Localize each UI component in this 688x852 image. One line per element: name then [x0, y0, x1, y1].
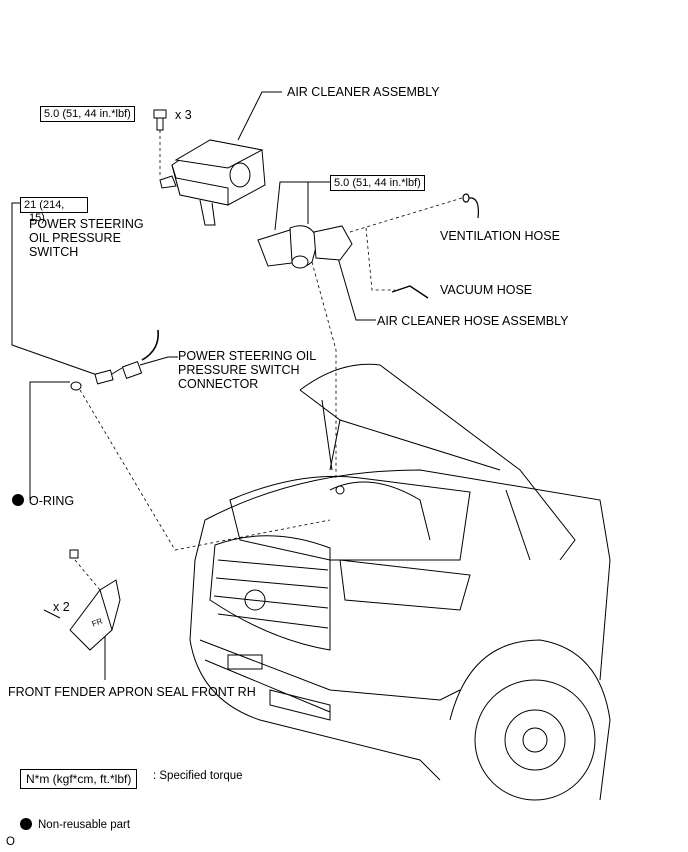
non-reusable-icon: [12, 494, 24, 506]
dash-hose-to-engine: [311, 261, 337, 480]
corner-mark: O: [6, 836, 15, 848]
ventilation-hose-drawing: [462, 193, 479, 219]
leader-ps-connector: [139, 356, 178, 366]
leader-air-cleaner-hose: [337, 257, 376, 321]
dash-vacuum: [365, 227, 395, 291]
fender-seal-drawing: [69, 579, 121, 651]
label-bolt-qty-fender: x 2: [53, 600, 70, 614]
air-cleaner-hose-drawing: [257, 225, 353, 269]
leader-o-ring: [29, 381, 70, 500]
air-cleaner-assembly-drawing: [159, 139, 266, 226]
dash-fender-bolt: [74, 559, 101, 591]
label-ps-connector-line3: CONNECTOR: [178, 377, 259, 391]
label-ps-connector-line2: PRESSURE SWITCH: [178, 363, 300, 377]
legend-torque-box: N*m (kgf*cm, ft.*lbf): [20, 769, 138, 789]
vacuum-hose-drawing: [391, 285, 429, 299]
legend-non-reusable-icon: [20, 818, 32, 830]
label-vacuum-hose: VACUUM HOSE: [440, 283, 533, 297]
label-ventilation-hose: VENTILATION HOSE: [440, 229, 560, 243]
label-o-ring: O-RING: [29, 494, 75, 508]
label-ps-switch-line2: OIL PRESSURE: [29, 231, 121, 245]
torque-box-ps-switch: 21 (214,: [20, 197, 88, 213]
bolt-icon: [153, 109, 167, 131]
label-bolt-qty-top: x 3: [175, 108, 192, 122]
leader-ps-switch: [11, 202, 101, 377]
torque-ps-switch-line1: 21 (214,: [24, 199, 65, 211]
label-ps-switch: POWER STEERING OIL PRESSURE SWITCH: [29, 217, 144, 259]
label-fender-seal: FRONT FENDER APRON SEAL FRONT RH: [8, 685, 256, 699]
leader-hose-clamps: [274, 181, 332, 231]
legend-non-reusable: Non-reusable part: [38, 819, 131, 831]
label-ps-connector-line1: POWER STEERING OIL: [178, 349, 317, 363]
legend-torque-desc: : Specified torque: [153, 770, 243, 782]
torque-box-hose-clamps: 5.0 (51, 44 in.*lbf): [330, 175, 425, 191]
torque-ps-switch-line2: 15): [29, 212, 45, 224]
torque-box-air-cleaner-bolts: 5.0 (51, 44 in.*lbf): [40, 106, 135, 122]
fender-bolt-icon: [43, 549, 79, 619]
leader-air-cleaner: [237, 91, 282, 141]
label-ps-connector: POWER STEERING OIL PRESSURE SWITCH CONNE…: [178, 349, 316, 391]
label-ps-switch-line3: SWITCH: [29, 245, 79, 259]
label-air-cleaner-assembly: AIR CLEANER ASSEMBLY: [287, 85, 440, 99]
label-ps-switch-line1: POWER STEERING: [29, 217, 144, 231]
vehicle-drawing: [189, 363, 611, 801]
label-air-cleaner-hose-assembly: AIR CLEANER HOSE ASSEMBLY: [377, 314, 569, 328]
ps-switch-drawing: [70, 329, 159, 391]
dash-switch-to-engine: [79, 389, 331, 551]
dash-ventilation: [349, 197, 463, 233]
